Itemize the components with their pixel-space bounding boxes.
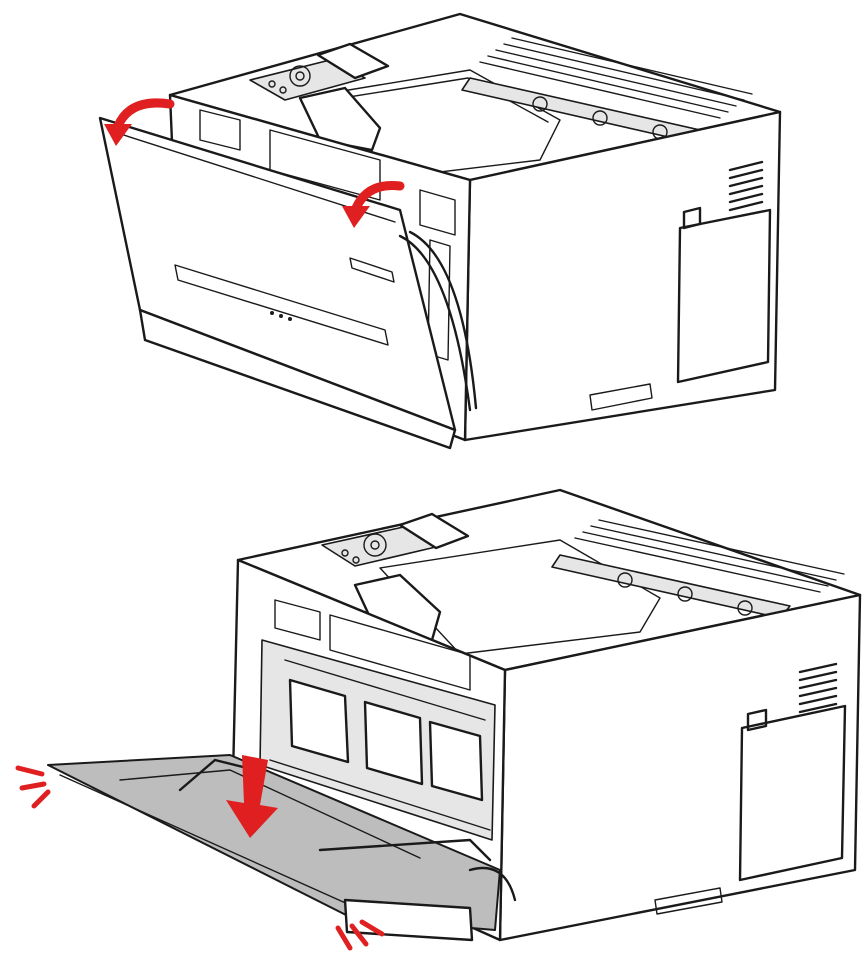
paper-stopper: [398, 512, 470, 550]
paper-stopper: [316, 42, 390, 80]
control-dial: [289, 65, 311, 87]
side-access-door: [676, 208, 772, 384]
front-bottom-bezel: [138, 308, 457, 450]
impact-lines-icon: [335, 919, 385, 951]
curved-arrow-icon: [104, 98, 175, 146]
output-tray-flap: [298, 86, 382, 152]
impact-lines-icon: [15, 765, 51, 809]
down-arrow-icon: [226, 755, 278, 838]
multipurpose-tray: [47, 754, 501, 931]
step-open-front-cover: [98, 12, 782, 450]
control-dial: [363, 533, 387, 557]
curved-arrow-icon: [342, 180, 405, 228]
side-vents: [728, 160, 764, 212]
side-vents: [798, 662, 838, 714]
step-lower-tray: [15, 488, 862, 951]
side-access-door: [738, 704, 847, 882]
tray-handle: [343, 898, 474, 942]
